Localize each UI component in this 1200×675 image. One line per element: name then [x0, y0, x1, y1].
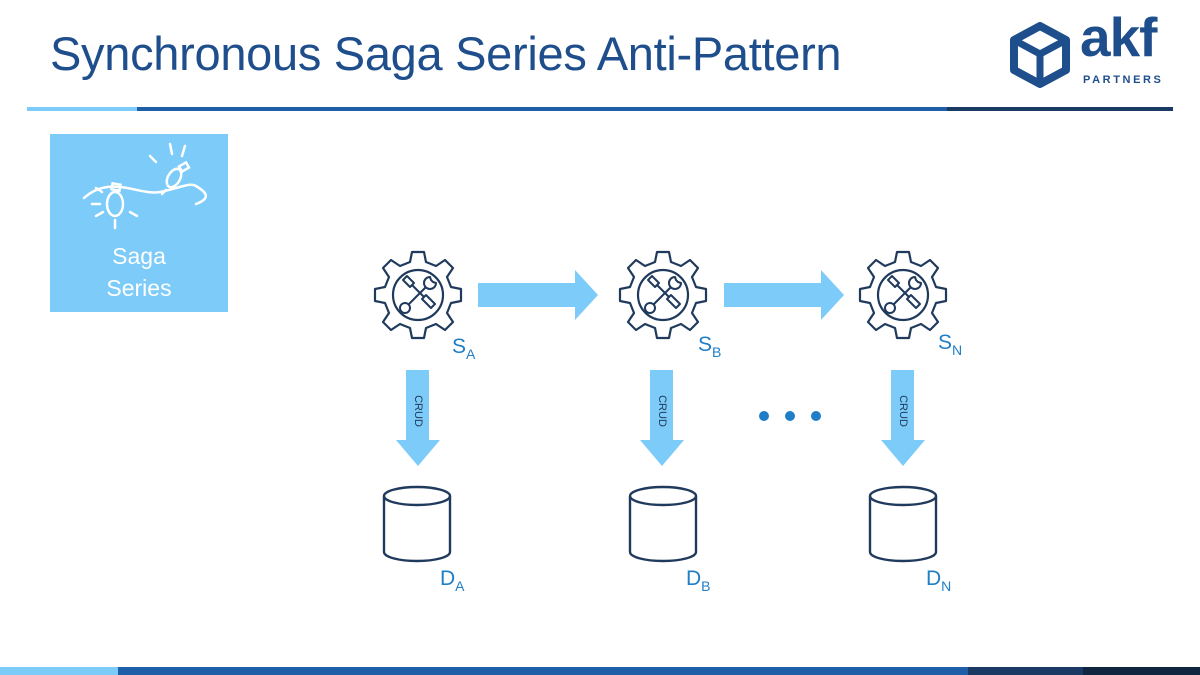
card-label-line2: Series — [106, 275, 172, 301]
crud-arrow-a — [396, 370, 440, 466]
card-label-line1: Saga — [112, 243, 166, 269]
footer-rule-dark — [968, 667, 1083, 675]
footer-rule-main — [118, 667, 968, 675]
akf-logo: akf PARTNERS — [1008, 10, 1178, 92]
service-b-label: SB — [698, 333, 722, 360]
logo-subtitle: PARTNERS — [1083, 74, 1164, 86]
service-a-label: SA — [452, 335, 476, 362]
crud-arrow-n — [881, 370, 925, 466]
database-a-icon — [382, 485, 452, 563]
page-title: Synchronous Saga Series Anti-Pattern — [50, 27, 842, 80]
string-lights-icon — [82, 142, 207, 230]
footer-rule-darkest — [1083, 667, 1200, 675]
service-a-gear-icon — [373, 250, 463, 340]
ellipsis-dot — [785, 411, 795, 421]
ellipsis-dot — [759, 411, 769, 421]
header-rule-main — [137, 107, 947, 111]
database-b-label: DB — [686, 567, 711, 594]
saga-series-card: Saga Series — [50, 134, 228, 312]
crud-arrow-b — [640, 370, 684, 466]
cube-logo-icon — [1010, 22, 1070, 88]
service-b-gear-icon — [618, 250, 708, 340]
database-n-label: DN — [926, 567, 952, 594]
footer-rule-light — [0, 667, 118, 675]
service-n-gear-icon — [858, 250, 948, 340]
crud-label-a: CRUD — [412, 395, 424, 427]
ellipsis-dot — [811, 411, 821, 421]
crud-label-n: CRUD — [897, 395, 909, 427]
service-n-label: SN — [938, 331, 963, 358]
logo-wordmark: akf — [1080, 6, 1157, 68]
flow-arrow-a-to-b — [478, 270, 598, 320]
database-n-icon — [868, 485, 938, 563]
crud-label-b: CRUD — [656, 395, 668, 427]
database-b-icon — [628, 485, 698, 563]
flow-arrow-b-to-n — [724, 270, 844, 320]
header-rule-light — [27, 107, 137, 111]
header-rule-dark — [947, 107, 1173, 111]
database-a-label: DA — [440, 567, 465, 594]
